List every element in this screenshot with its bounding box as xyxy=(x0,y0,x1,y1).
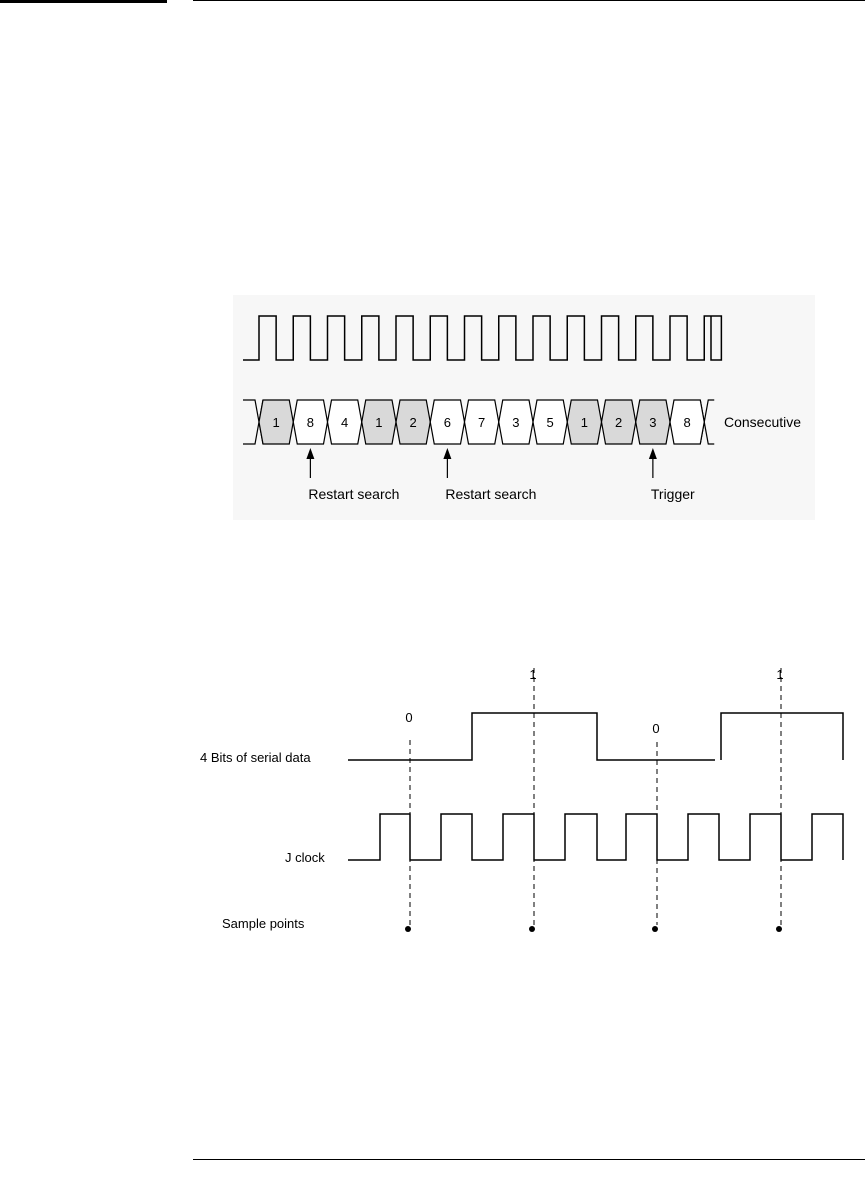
bus-cell xyxy=(498,399,534,445)
j-clock-waveform xyxy=(348,813,844,861)
bus-cell-value: 7 xyxy=(478,415,485,430)
bus-cell xyxy=(429,399,466,445)
j-clock-label: J clock xyxy=(285,850,325,865)
sample-points-label: Sample points xyxy=(222,916,305,931)
bus-cell-value: 5 xyxy=(547,415,554,430)
sample-point-dot xyxy=(652,926,658,932)
diagram1-mode-label: Consecutive xyxy=(724,414,801,430)
bus-cell-value: 2 xyxy=(615,415,622,430)
sample-point-dot xyxy=(405,926,411,932)
bus-cell-value: 1 xyxy=(273,415,280,430)
bus-cell xyxy=(292,399,329,445)
page-footer-rule xyxy=(193,1159,865,1160)
serial-bit-label: 0 xyxy=(652,721,659,736)
diagram1-annotations: Restart search Restart search Trigger xyxy=(306,448,695,502)
page-header-rule xyxy=(193,0,865,1)
bus-cell xyxy=(669,399,705,445)
bus-cell-value: 3 xyxy=(649,415,656,430)
sample-point-dot xyxy=(776,926,782,932)
bus-cell-value: 2 xyxy=(410,415,417,430)
bus-cell xyxy=(566,399,603,445)
annotation-arrowhead xyxy=(443,448,452,459)
annotation-label: Trigger xyxy=(651,486,695,502)
annotation-arrowhead xyxy=(306,448,315,459)
bus-cell-value: 8 xyxy=(307,415,314,430)
bus-cell-value: 1 xyxy=(375,415,382,430)
serial-bit-label: 1 xyxy=(776,667,783,682)
annotation-label: Restart search xyxy=(308,486,399,502)
bus-cell xyxy=(258,399,294,445)
bus-cell xyxy=(463,399,500,445)
bus-cell-value: 6 xyxy=(444,415,451,430)
diagram1-bus: 1 8 4 1 2 6 7 3 5 1 2 3 8 xyxy=(243,399,715,445)
bus-cell xyxy=(361,399,397,445)
bus-cell xyxy=(326,399,363,445)
serial-bit-markers: 0 1 0 1 xyxy=(405,667,784,932)
sample-point-dot xyxy=(529,926,535,932)
bus-cell xyxy=(395,399,431,445)
diagram1-clock-waveform xyxy=(243,315,723,361)
bus-cell-value: 3 xyxy=(512,415,519,430)
serial-data-label: 4 Bits of serial data xyxy=(200,750,311,765)
annotation-arrowhead xyxy=(648,448,657,459)
page-header-bar xyxy=(0,0,167,3)
serial-bit-label: 1 xyxy=(529,667,536,682)
bus-cell-value: 4 xyxy=(341,415,348,430)
bus-cell xyxy=(600,399,637,445)
bus-cell-value: 1 xyxy=(581,415,588,430)
serial-data-waveform xyxy=(348,712,844,761)
bus-cell xyxy=(635,399,671,445)
bus-cell-value: 8 xyxy=(684,415,691,430)
annotation-label: Restart search xyxy=(445,486,536,502)
bus-cell xyxy=(532,399,568,445)
serial-bit-label: 0 xyxy=(405,710,412,725)
